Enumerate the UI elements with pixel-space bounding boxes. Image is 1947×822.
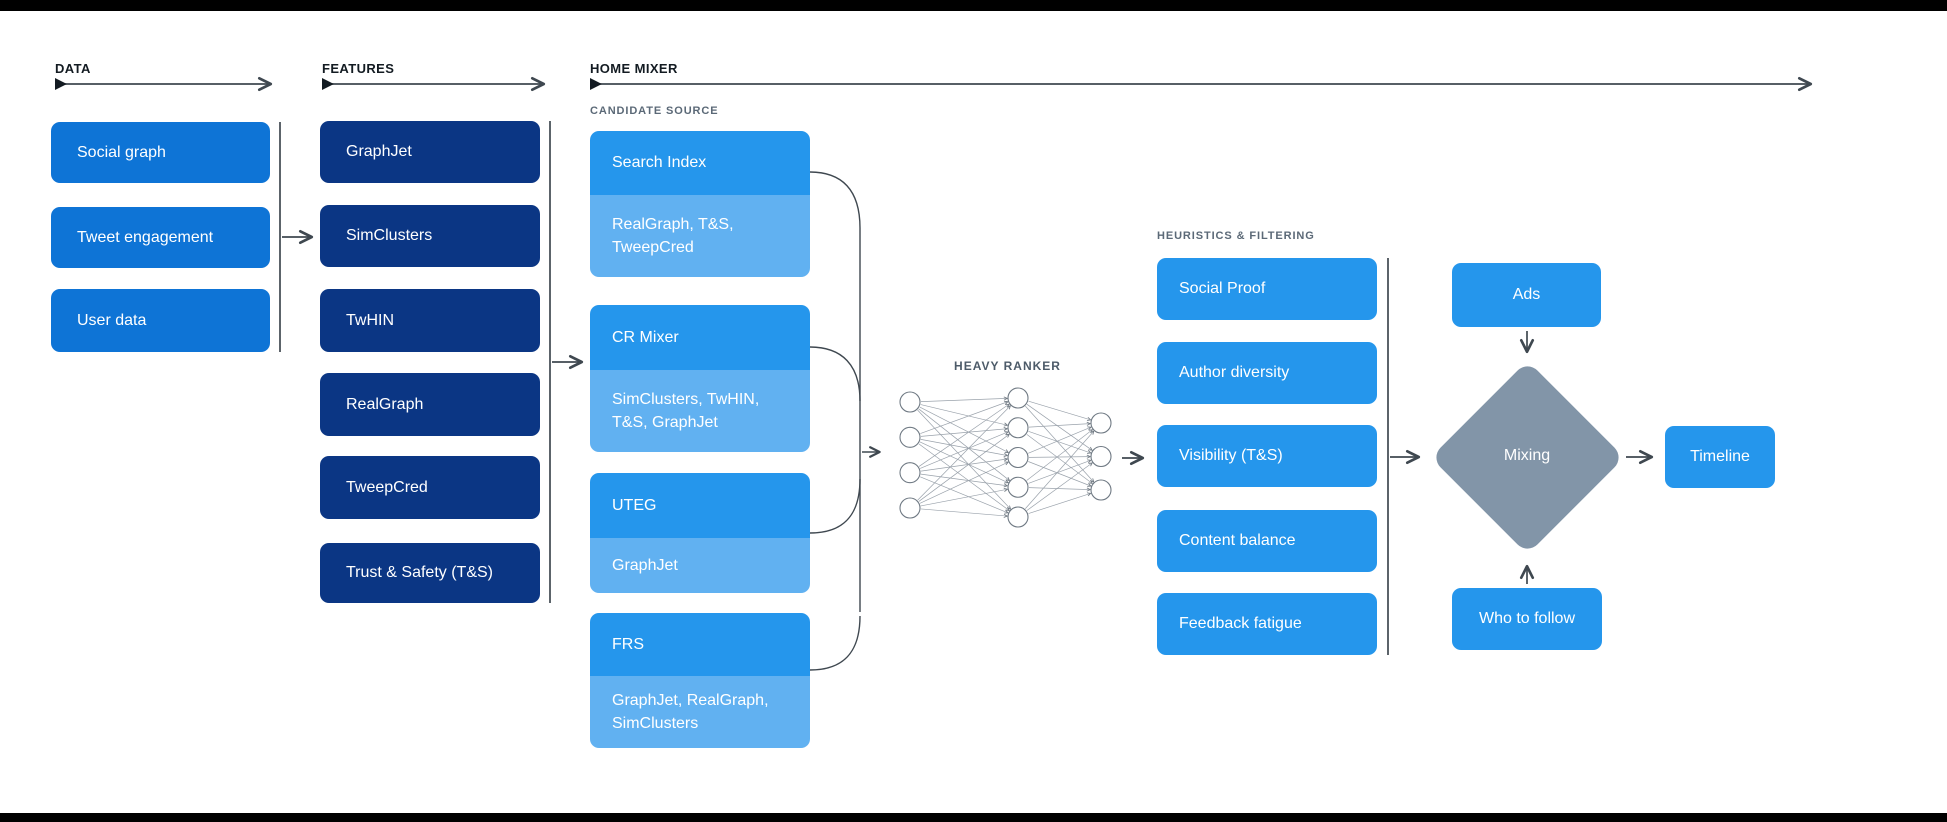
section-label-heavy-ranker: HEAVY RANKER [954, 359, 1061, 373]
section-label-candidate-source: CANDIDATE SOURCE [590, 105, 719, 117]
node-uteg: UTEG GraphJet [590, 473, 810, 593]
candidate-title: UTEG [590, 473, 810, 538]
node-trust-safety: Trust & Safety (T&S) [320, 543, 540, 603]
candidate-uses: GraphJet, RealGraph, SimClusters [590, 676, 810, 748]
candidate-uses: GraphJet [590, 538, 810, 593]
node-user-data: User data [51, 289, 270, 352]
cr-mixer-connector [809, 346, 861, 402]
heavy-ranker-network [899, 387, 1112, 528]
node-twhin: TwHIN [320, 289, 540, 352]
node-simclusters: SimClusters [320, 205, 540, 267]
section-label-features: FEATURES [322, 61, 395, 76]
candidate-uses-text: GraphJet, RealGraph, SimClusters [612, 692, 769, 732]
section-label-data: DATA [55, 61, 91, 76]
node-ads: Ads [1452, 263, 1601, 327]
node-cr-mixer: CR Mixer SimClusters, TwHIN, T&S, GraphJ… [590, 305, 810, 452]
candidate-uses-text: SimClusters, TwHIN, T&S, GraphJet [612, 391, 760, 431]
candidate-uses-text: GraphJet [612, 557, 678, 574]
node-realgraph: RealGraph [320, 373, 540, 436]
section-label-home-mixer: HOME MIXER [590, 61, 678, 76]
candidate-title: FRS [590, 613, 810, 676]
node-content-balance: Content balance [1157, 510, 1377, 572]
node-who-to-follow: Who to follow [1452, 588, 1602, 650]
candidate-title: Search Index [590, 131, 810, 195]
candidate-title: CR Mixer [590, 305, 810, 370]
node-visibility: Visibility (T&S) [1157, 425, 1377, 487]
section-label-heuristics: HEURISTICS & FILTERING [1157, 230, 1315, 242]
node-timeline: Timeline [1665, 426, 1775, 488]
node-tweet-engagement: Tweet engagement [51, 207, 270, 268]
node-author-diversity: Author diversity [1157, 342, 1377, 404]
candidate-uses-text: RealGraph, T&S, TweepCred [612, 216, 734, 256]
letterbox-top [0, 0, 1947, 11]
uteg-connector [809, 478, 861, 534]
node-social-proof: Social Proof [1157, 258, 1377, 320]
search-index-connector [809, 171, 861, 612]
node-tweepcred: TweepCred [320, 456, 540, 519]
node-social-graph: Social graph [51, 122, 270, 183]
frs-connector [809, 615, 861, 671]
mixing-label: Mixing [1503, 447, 1551, 464]
node-frs: FRS GraphJet, RealGraph, SimClusters [590, 613, 810, 748]
node-search-index: Search Index RealGraph, T&S, TweepCred [590, 131, 810, 277]
candidate-uses: SimClusters, TwHIN, T&S, GraphJet [590, 370, 810, 452]
letterbox-bottom [0, 813, 1947, 822]
candidate-uses: RealGraph, T&S, TweepCred [590, 195, 810, 277]
node-feedback-fatigue: Feedback fatigue [1157, 593, 1377, 655]
node-graphjet: GraphJet [320, 121, 540, 183]
